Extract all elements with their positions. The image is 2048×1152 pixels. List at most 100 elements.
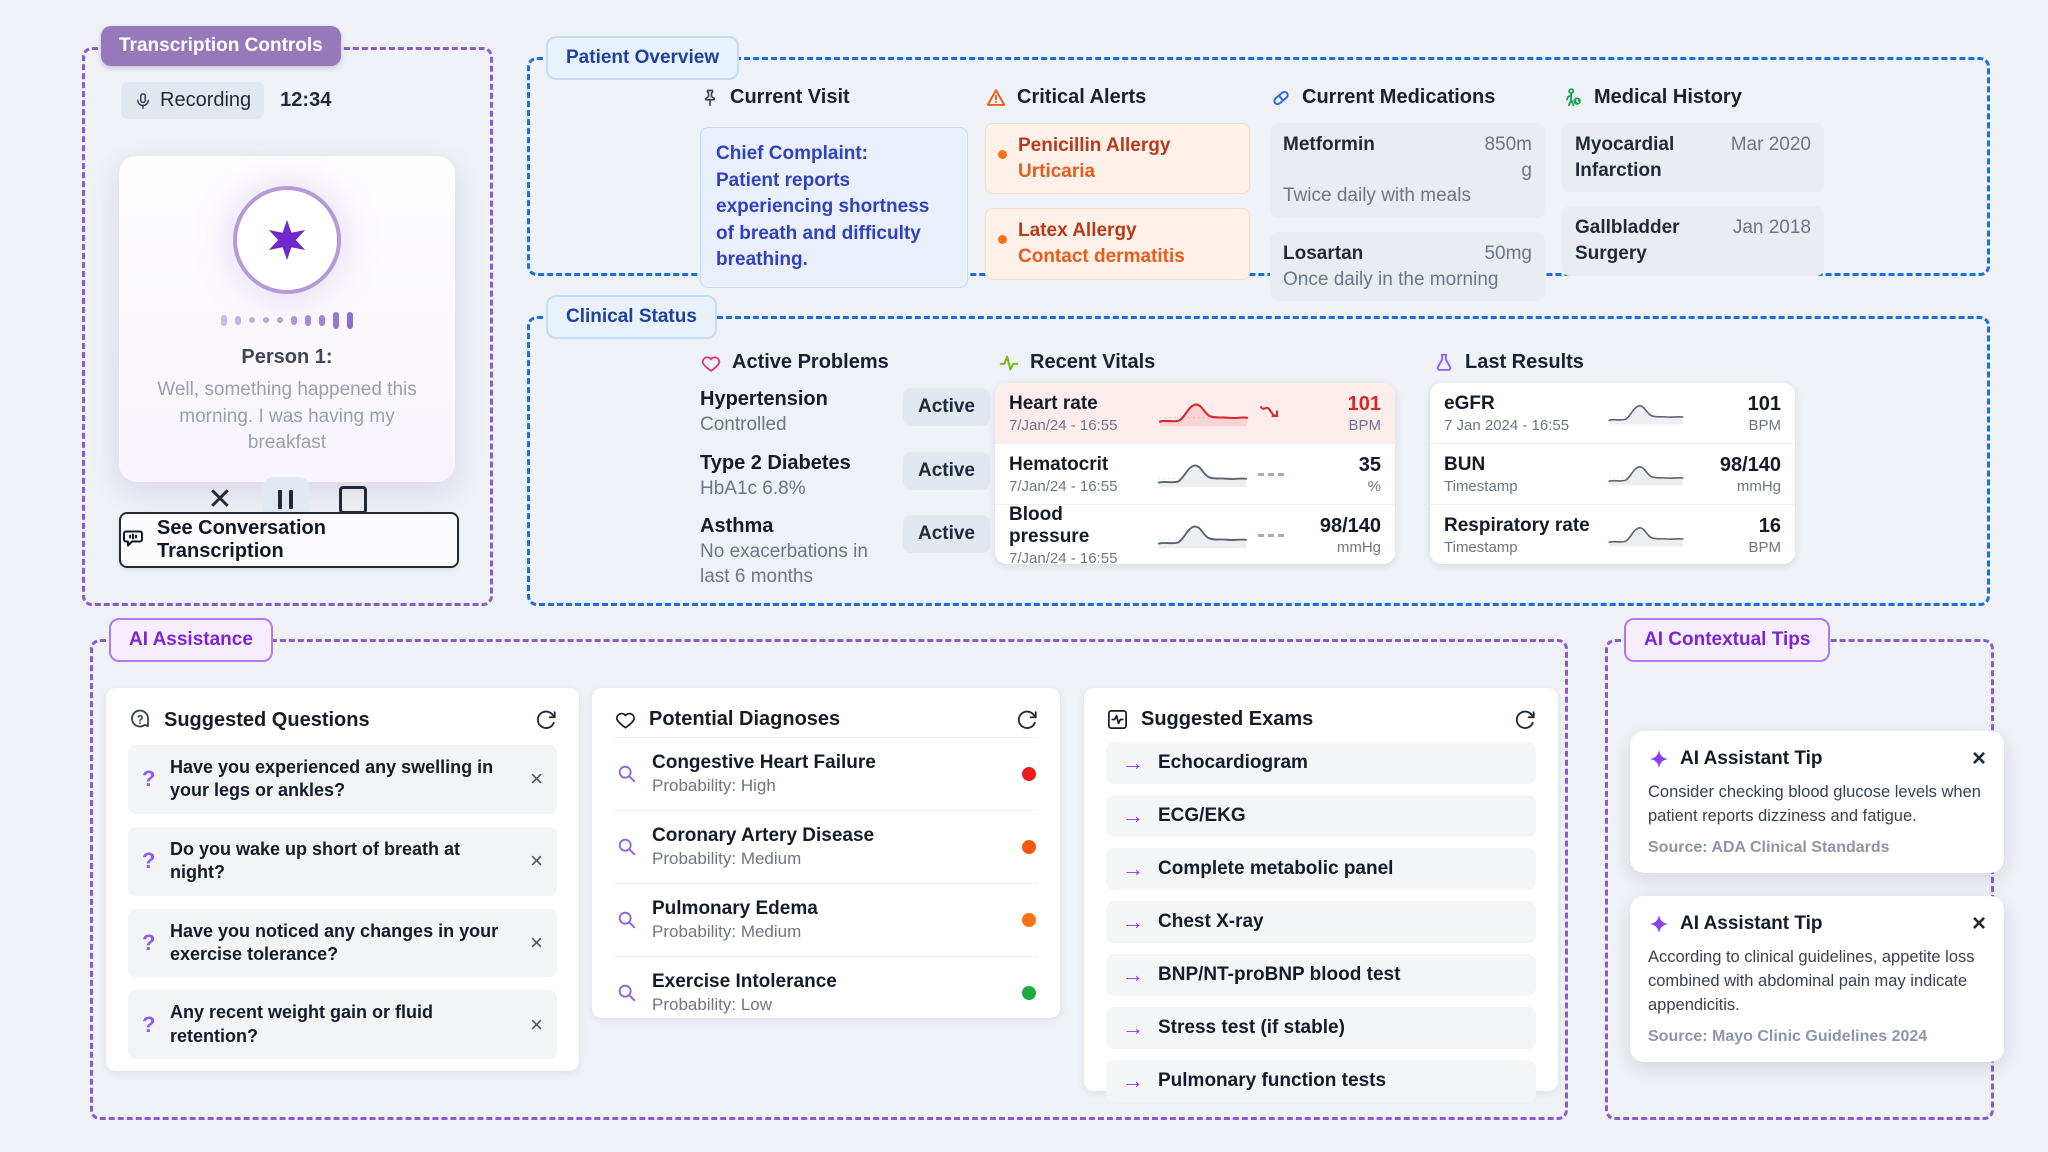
exam-name: Echocardiogram — [1158, 752, 1308, 773]
diagnosis-row[interactable]: Exercise Intolerance Probability: Low — [614, 956, 1038, 1029]
arrow-right-icon: → — [1122, 962, 1144, 987]
suggested-question-row[interactable]: ? Have you noticed any changes in your e… — [128, 908, 557, 978]
problem-status-badge: Active — [902, 451, 990, 490]
vital-row: Blood pressure 7/Jan/24 - 16:55 98/140 m… — [995, 504, 1395, 564]
sparkline-dashes — [1257, 533, 1284, 537]
alert-dot — [998, 235, 1007, 245]
dismiss-question-icon[interactable]: × — [530, 766, 543, 792]
arrow-right-icon: → — [1122, 856, 1144, 881]
ai-tip-card: AI Assistant Tip × Consider checking blo… — [1630, 731, 2004, 873]
dismiss-question-icon[interactable]: × — [530, 1011, 543, 1037]
see-conversation-transcription-button[interactable]: See Conversation Transcription — [119, 512, 459, 568]
severity-dot — [1022, 767, 1036, 781]
suggested-question-row[interactable]: ? Have you experienced any swelling in y… — [128, 745, 557, 814]
diagnosis-probability: Probability: Medium — [652, 849, 802, 868]
arrow-right-icon: → — [1122, 1015, 1144, 1040]
ai-tip-card: AI Assistant Tip × According to clinical… — [1630, 896, 2004, 1062]
alert-name: Penicillin Allergy — [1018, 135, 1171, 156]
severity-dot — [1022, 986, 1036, 1000]
vital-unit: % — [1367, 477, 1381, 495]
history-date: Jan 2018 — [1732, 217, 1811, 239]
diagnosis-row[interactable]: Coronary Artery Disease Probability: Med… — [614, 810, 1038, 883]
allergy-alert-card: Latex Allergy Contact dermatitis — [985, 208, 1250, 280]
recording-label: Recording — [160, 89, 252, 111]
transcription-card: Person 1: Well, something happened this … — [119, 156, 455, 523]
exam-row[interactable]: →Echocardiogram — [1106, 742, 1536, 784]
exam-name: Pulmonary function tests — [1158, 1070, 1387, 1091]
heart-icon — [614, 708, 637, 731]
result-sparkline — [1594, 398, 1697, 428]
warning-triangle-icon — [985, 87, 1007, 109]
dismiss-question-icon[interactable]: × — [530, 929, 543, 955]
question-mark-icon: ? — [142, 1011, 156, 1037]
result-unit: BPM — [1748, 416, 1781, 434]
medical-history-title: Medical History — [1594, 86, 1742, 108]
result-row: BUN Timestamp 98/140 mmHg — [1430, 443, 1795, 504]
current-visit-column: Current Visit Chief Complaint: Patient r… — [700, 86, 968, 288]
exam-row[interactable]: →Pulmonary function tests — [1106, 1060, 1536, 1102]
problem-status-badge: Active — [902, 515, 990, 554]
refresh-diagnoses-icon[interactable] — [1016, 709, 1038, 731]
result-row: Respiratory rate Timestamp 16 BPM — [1430, 504, 1795, 564]
problem-name: Asthma — [700, 515, 774, 538]
diagnosis-row[interactable]: Pulmonary Edema Probability: Medium — [614, 883, 1038, 956]
ai-assistance-section: AI Assistance Suggested Questions — [90, 618, 1568, 1120]
exam-row[interactable]: →BNP/NT-proBNP blood test — [1106, 954, 1536, 996]
vital-sparkline — [1141, 519, 1297, 551]
exam-name: Stress test (if stable) — [1158, 1017, 1345, 1038]
medication-dose: 850mg — [1484, 134, 1532, 181]
question-bubble-icon — [128, 708, 152, 732]
exam-row[interactable]: →ECG/EKG — [1106, 795, 1536, 837]
medication-schedule: Once daily in the morning — [1283, 268, 1499, 290]
dismiss-question-icon[interactable]: × — [530, 848, 543, 874]
result-name: eGFR — [1444, 392, 1495, 414]
suggested-questions-title: Suggested Questions — [164, 708, 370, 731]
patient-overview-section: Patient Overview Current Visit Chief Com… — [527, 36, 1990, 302]
exam-row[interactable]: →Complete metabolic panel — [1106, 848, 1536, 890]
transcription-controls-section: Transcription Controls Recording 12:34 — [82, 26, 493, 606]
sparkle-icon — [1648, 748, 1670, 770]
result-timestamp: Timestamp — [1444, 538, 1518, 556]
alert-dot — [998, 150, 1007, 159]
result-sparkline — [1594, 459, 1697, 489]
audio-waveform — [119, 310, 455, 330]
problem-detail: No exacerbations in last 6 months — [700, 541, 868, 588]
pulse-icon — [998, 352, 1020, 374]
exam-name: ECG/EKG — [1158, 805, 1246, 826]
diagnosis-probability: Probability: Low — [652, 995, 773, 1014]
medical-history-column: Medical History Myocardial Infarction Ma… — [1562, 86, 1824, 276]
problem-row: Hypertension Controlled Active — [700, 388, 990, 438]
alert-name: Latex Allergy — [1018, 220, 1137, 242]
result-row: eGFR 7 Jan 2024 - 16:55 101 BPM — [1430, 383, 1795, 443]
problem-row: Type 2 Diabetes HbA1c 6.8% Active — [700, 451, 990, 502]
cancel-recording-button[interactable]: ✕ — [207, 482, 233, 516]
close-tip-icon[interactable]: × — [1971, 745, 1986, 772]
close-tip-icon[interactable]: × — [1971, 910, 1986, 937]
exam-row[interactable]: → Stress test (if stable) — [1106, 1007, 1536, 1049]
suggested-question-row[interactable]: ? Do you wake up short of breath at nigh… — [128, 826, 557, 896]
current-medications-column: Current Medications Metformin 850mg Twic… — [1270, 86, 1545, 302]
diagnosis-row[interactable]: Congestive Heart Failure Probability: Hi… — [614, 737, 1038, 810]
vital-value: 98/140 — [1319, 514, 1381, 537]
exam-row[interactable]: →Chest X-ray — [1106, 901, 1536, 943]
problem-status-badge: Active — [902, 388, 990, 426]
medication-row: Metformin 850mg Twice daily with meals — [1270, 123, 1545, 218]
suggested-question-row[interactable]: ? Any recent weight gain or fluid retent… — [128, 990, 557, 1060]
recording-timer: 12:34 — [280, 89, 332, 111]
magnifier-icon — [616, 836, 638, 858]
critical-alerts-title: Critical Alerts — [1017, 86, 1147, 108]
refresh-questions-icon[interactable] — [535, 709, 557, 731]
ai-tip-source: Source: Mayo Clinic Guidelines 2024 — [1648, 1027, 1928, 1045]
patient-history-icon — [1562, 87, 1584, 109]
history-date: Mar 2020 — [1730, 134, 1811, 155]
vital-name: Hematocrit — [1009, 453, 1109, 475]
stop-recording-button[interactable] — [338, 485, 367, 514]
result-value: 16 — [1758, 514, 1781, 537]
ai-orb — [233, 186, 341, 294]
vital-row: Heart rate 7/Jan/24 - 16:55 — [995, 383, 1395, 443]
ai-tip-title: AI Assistant Tip — [1680, 748, 1823, 769]
arrow-right-icon: → — [1122, 909, 1144, 934]
refresh-exams-icon[interactable] — [1514, 709, 1536, 731]
vital-value: 35 — [1358, 453, 1381, 476]
vital-name: Heart rate — [1009, 392, 1098, 414]
